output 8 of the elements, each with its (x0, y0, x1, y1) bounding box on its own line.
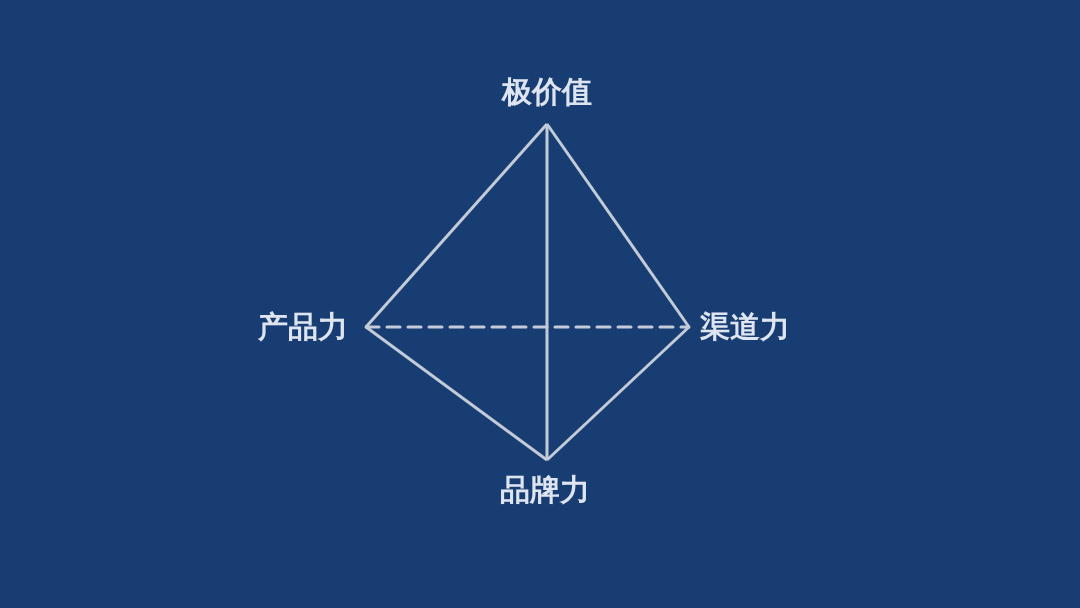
vertex-label: 极价值 (498, 76, 596, 124)
edge-line (545, 124, 549, 460)
edge-line (364, 123, 549, 328)
vertex-label: 品牌力 (496, 460, 594, 506)
vertex-label: 产品力 (254, 311, 366, 343)
dashed-line (364, 325, 691, 329)
vertex-label: 渠道力 (689, 311, 797, 343)
edge-line (545, 325, 691, 462)
